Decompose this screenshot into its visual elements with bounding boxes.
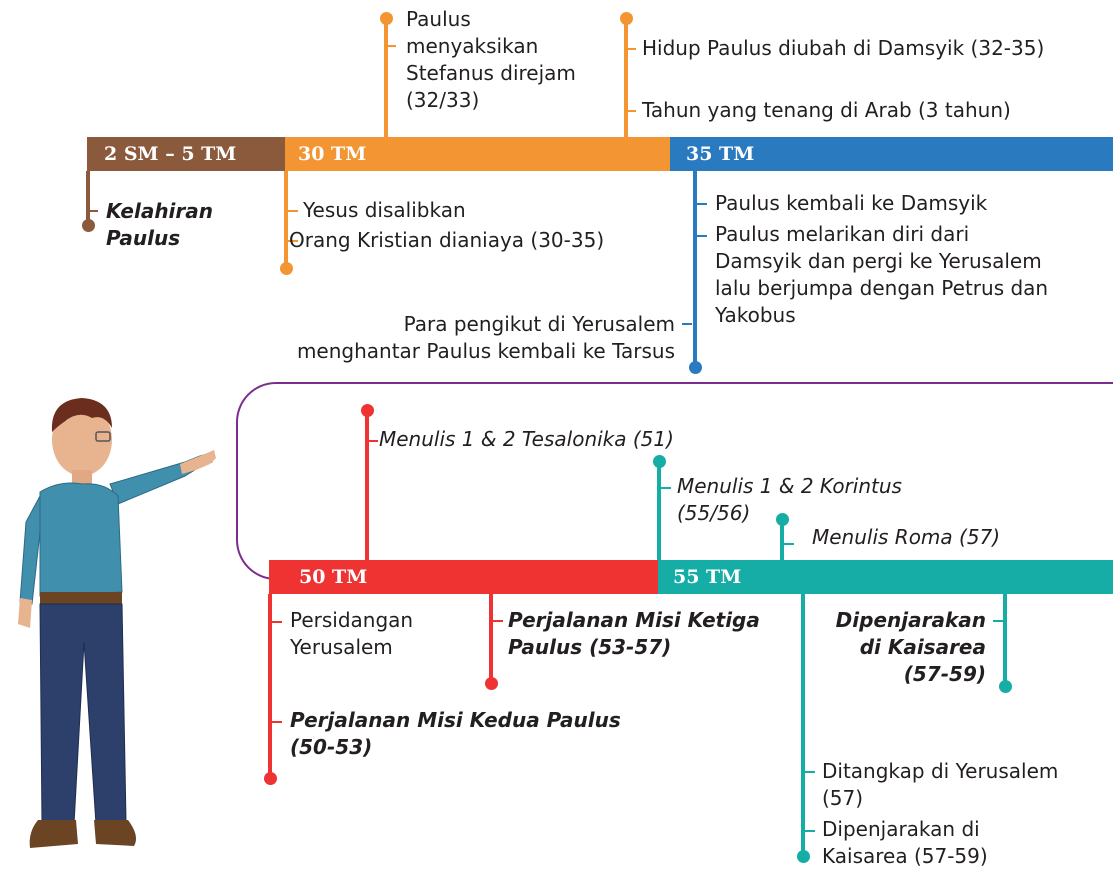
event-second-journey: Perjalanan Misi Kedua Paulus (50-53) — [290, 708, 621, 759]
event-stephen: Paulus menyaksikan Stefanus direjam (32/… — [406, 7, 576, 112]
connector-birth — [86, 171, 90, 225]
period-label-30tm: 30 TM — [298, 143, 367, 165]
tick-council — [272, 621, 282, 623]
connector-damascus — [624, 22, 628, 137]
connector-romans — [780, 524, 784, 560]
tick-arrested — [805, 771, 815, 773]
event-thessalonians: Menulis 1 & 2 Tesalonika (51) — [379, 427, 674, 451]
tick-persecuted — [288, 240, 298, 242]
marker-dot-imprisoned — [797, 850, 810, 863]
person-illustration — [18, 398, 216, 848]
period-label-35tm: 35 TM — [686, 143, 755, 165]
period-label-55tm: 55 TM — [673, 566, 742, 588]
connector-council — [268, 594, 272, 778]
event-council: Persidangan Yerusalem — [290, 608, 414, 659]
marker-dot-stephen — [380, 12, 393, 25]
tick-return-damascus — [697, 203, 707, 205]
connector-blue — [693, 171, 697, 366]
marker-dot-thessalonians — [361, 404, 374, 417]
marker-dot-corinthians — [653, 455, 666, 468]
marker-dot-romans — [776, 513, 789, 526]
tick-caesarea — [993, 620, 1003, 622]
period-band-teal — [658, 560, 1113, 594]
connector-thessalonians — [365, 414, 369, 560]
marker-dot-third-journey — [485, 677, 498, 690]
event-imprisoned: Dipenjarakan di Kaisarea (57-59) — [822, 817, 988, 868]
tick-third-journey — [493, 620, 503, 622]
connector-third-journey — [489, 594, 493, 684]
tick-second-journey — [272, 721, 282, 723]
connector-arrested — [801, 594, 805, 857]
tick-thessalonians — [368, 440, 378, 442]
period-band-brown — [87, 137, 285, 171]
tick-arabia — [626, 110, 636, 112]
tick-tarsus — [682, 323, 692, 325]
connector-crucified — [284, 171, 288, 267]
event-birth: Kelahiran Paulus — [106, 199, 214, 250]
period-label-50tm: 50 TM — [299, 566, 368, 588]
tick-romans — [784, 543, 794, 545]
tick-stephen — [386, 45, 396, 47]
period-label-2sm-5tm: 2 SM – 5 TM — [104, 143, 237, 165]
event-return-damascus: Paulus kembali ke Damsyik — [715, 191, 988, 215]
period-band-blue — [670, 137, 1113, 171]
tick-imprisoned — [805, 830, 815, 832]
event-corinthians: Menulis 1 & 2 Korintus (55/56) — [677, 474, 902, 525]
connector-caesarea — [1003, 594, 1007, 686]
marker-dot-birth — [82, 219, 95, 232]
event-crucified: Yesus disalibkan — [303, 198, 466, 222]
event-third-journey: Perjalanan Misi Ketiga Paulus (53-57) — [508, 608, 760, 659]
tick-corinthians — [661, 487, 671, 489]
connector-stephen — [384, 22, 388, 137]
event-caesarea-prison: Dipenjarakan di Kaisarea (57-59) — [835, 608, 986, 686]
marker-dot-blue — [689, 361, 702, 374]
tick-birth — [88, 210, 98, 212]
marker-dot-persecuted — [280, 262, 293, 275]
marker-dot-second-journey — [264, 772, 277, 785]
tick-flee — [697, 235, 707, 237]
period-band-orange — [285, 137, 670, 171]
connector-corinthians — [657, 466, 661, 560]
tick-damascus-change — [626, 48, 636, 50]
event-arabia: Tahun yang tenang di Arab (3 tahun) — [642, 98, 1011, 122]
event-tarsus: Para pengikut di Yerusalem menghantar Pa… — [296, 312, 675, 363]
marker-dot-damascus — [620, 12, 633, 25]
marker-dot-caesarea — [999, 680, 1012, 693]
event-flee: Paulus melarikan diri dari Damsyik dan p… — [715, 222, 1049, 327]
tick-crucified — [288, 210, 298, 212]
event-romans: Menulis Roma (57) — [812, 525, 1001, 549]
period-band-red — [269, 560, 658, 594]
event-persecuted: Orang Kristian dianiaya (30-35) — [289, 228, 605, 252]
event-arrested: Ditangkap di Yerusalem (57) — [822, 759, 1059, 810]
event-damascus-change: Hidup Paulus diubah di Damsyik (32-35) — [642, 36, 1045, 60]
